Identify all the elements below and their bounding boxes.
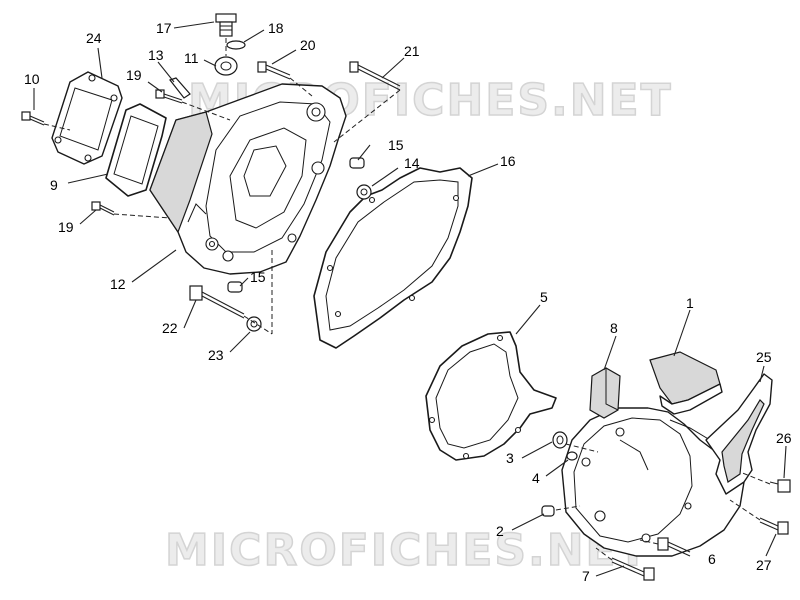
callout-3: 3 [506,450,514,466]
part-17-filler-plug [215,13,237,37]
callout-19-lower: 19 [58,219,74,235]
part-1-outer-cover [561,351,745,557]
part-19-bolt-lower [91,201,115,216]
assembly-line [181,101,231,121]
callout-5: 5 [540,289,548,305]
assembly-line [565,443,599,453]
part-6-bolt [657,537,691,557]
assembly-line [639,539,659,545]
part-7-bolt [611,557,655,581]
part-26-bolt [769,479,791,493]
part-15-dowel-lower [227,281,243,293]
part-12-crankcase-cover [149,83,347,275]
part-24-cover-plate [51,71,123,165]
callout-15-lower: 15 [250,269,266,285]
watermark-lower: MICROFICHES.NET [165,525,650,576]
callout-11: 11 [184,50,199,66]
part-18-o-ring [226,40,246,50]
part-25-guard [705,373,773,495]
callout-2: 2 [496,523,504,539]
part-21-bolt [349,61,401,91]
callout-19-upper: 19 [126,67,142,83]
assembly-line [595,547,613,561]
callout-14: 14 [404,155,420,171]
assembly-line [289,77,313,97]
callout-6: 6 [708,551,716,567]
assembly-line [333,89,401,143]
callout-7: 7 [582,568,590,584]
part-5-gasket [425,331,557,461]
part-22-bolt [189,285,245,319]
callout-27: 27 [756,557,772,573]
assembly-line [555,505,581,511]
callout-12: 12 [110,276,126,292]
callout-22: 22 [162,320,178,336]
callout-24: 24 [86,30,102,46]
part-4-o-ring [566,451,578,461]
callout-21: 21 [404,43,420,59]
assembly-line [243,315,273,335]
part-13-dowel [169,77,191,99]
callout-17: 17 [156,20,172,36]
callout-15-upper: 15 [388,137,404,153]
callout-13: 13 [148,47,164,63]
callout-4: 4 [532,470,540,486]
part-16-large-gasket [313,167,473,349]
assembly-line [739,471,771,485]
assembly-line [729,499,761,521]
part-9-gasket [105,103,167,197]
callout-leaders [33,21,787,577]
callout-9: 9 [50,177,58,193]
assembly-line [113,213,171,219]
part-11-seal [214,56,238,76]
part-20-bolt [257,61,291,80]
part-23-washer [246,316,262,332]
part-3-plug [552,431,568,449]
callout-20: 20 [300,37,316,53]
part-8-block [589,367,621,419]
callout-23: 23 [208,347,224,363]
callout-10: 10 [24,71,40,87]
assembly-line [43,123,71,131]
part-14-washer [356,184,372,200]
part-27-bolt [759,517,789,535]
part-10-bolt [21,111,45,126]
part-15-dowel-upper [349,157,365,169]
part-2-dowel [541,505,555,517]
callout-1: 1 [686,295,694,311]
callout-16: 16 [500,153,516,169]
callout-25: 25 [756,349,772,365]
callout-26: 26 [776,430,792,446]
callout-18: 18 [268,20,284,36]
part-19-bolt-upper [155,89,183,104]
callout-8: 8 [610,320,618,336]
